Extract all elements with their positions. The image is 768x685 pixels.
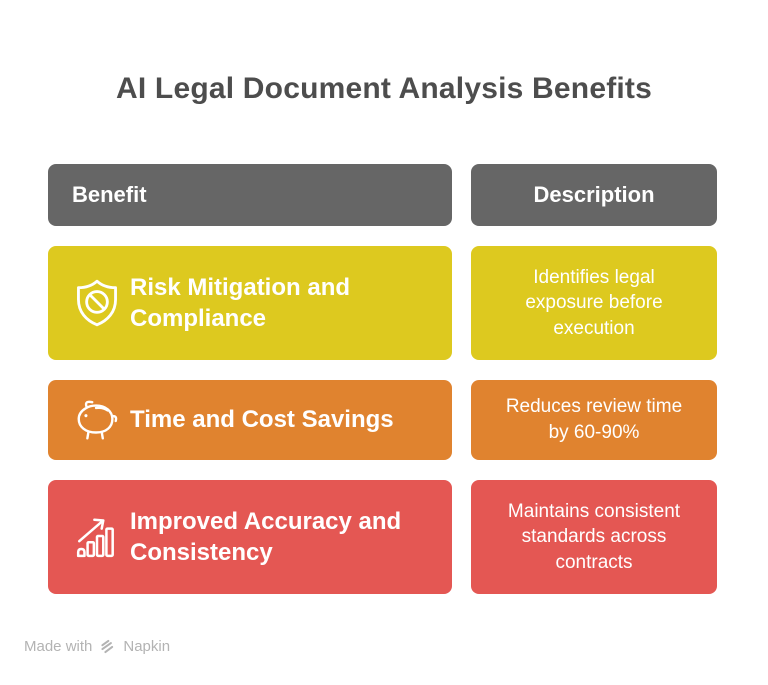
- table-header-row: Benefit Description: [48, 164, 717, 226]
- benefit-label: Time and Cost Savings: [130, 406, 394, 434]
- shield-ban-icon: [72, 275, 122, 331]
- description-cell: Reduces review time by 60-90%: [471, 380, 717, 460]
- bar-chart-growth-icon: [72, 509, 122, 565]
- benefits-table: Benefit Description Risk Mitigation and …: [48, 164, 717, 614]
- header-benefit-label: Benefit: [72, 182, 147, 207]
- made-with-label: Made with: [24, 638, 93, 655]
- description-label: Maintains consistent standards across co…: [507, 500, 681, 573]
- page-title: AI Legal Document Analysis Benefits: [115, 72, 652, 105]
- napkin-logo-icon: [99, 638, 116, 655]
- footer-attribution: Made with Napkin: [24, 638, 170, 655]
- description-label: Reduces review time by 60-90%: [505, 396, 683, 443]
- header-description-label: Description: [533, 182, 655, 207]
- benefit-cell: Risk Mitigation and Compliance: [48, 246, 452, 360]
- benefit-label: Risk Mitigation and Compliance: [130, 273, 351, 332]
- description-label: Identifies legal exposure before executi…: [525, 266, 663, 339]
- piggy-bank-icon: [72, 392, 122, 448]
- benefit-cell: Improved Accuracy and Consistency: [48, 480, 452, 594]
- table-row-time-cost: Time and Cost Savings Reduces review tim…: [48, 380, 717, 460]
- description-cell: Maintains consistent standards across co…: [471, 480, 717, 594]
- brand-label: Napkin: [123, 638, 171, 655]
- description-cell: Identifies legal exposure before executi…: [471, 246, 717, 360]
- table-row-risk-mitigation: Risk Mitigation and Compliance Identifie…: [48, 246, 717, 360]
- header-cell-benefit: Benefit: [48, 164, 452, 226]
- benefit-cell: Time and Cost Savings: [48, 380, 452, 460]
- table-row-accuracy: Improved Accuracy and Consistency Mainta…: [48, 480, 717, 594]
- benefit-label: Improved Accuracy and Consistency: [130, 507, 402, 566]
- header-cell-description: Description: [471, 164, 717, 226]
